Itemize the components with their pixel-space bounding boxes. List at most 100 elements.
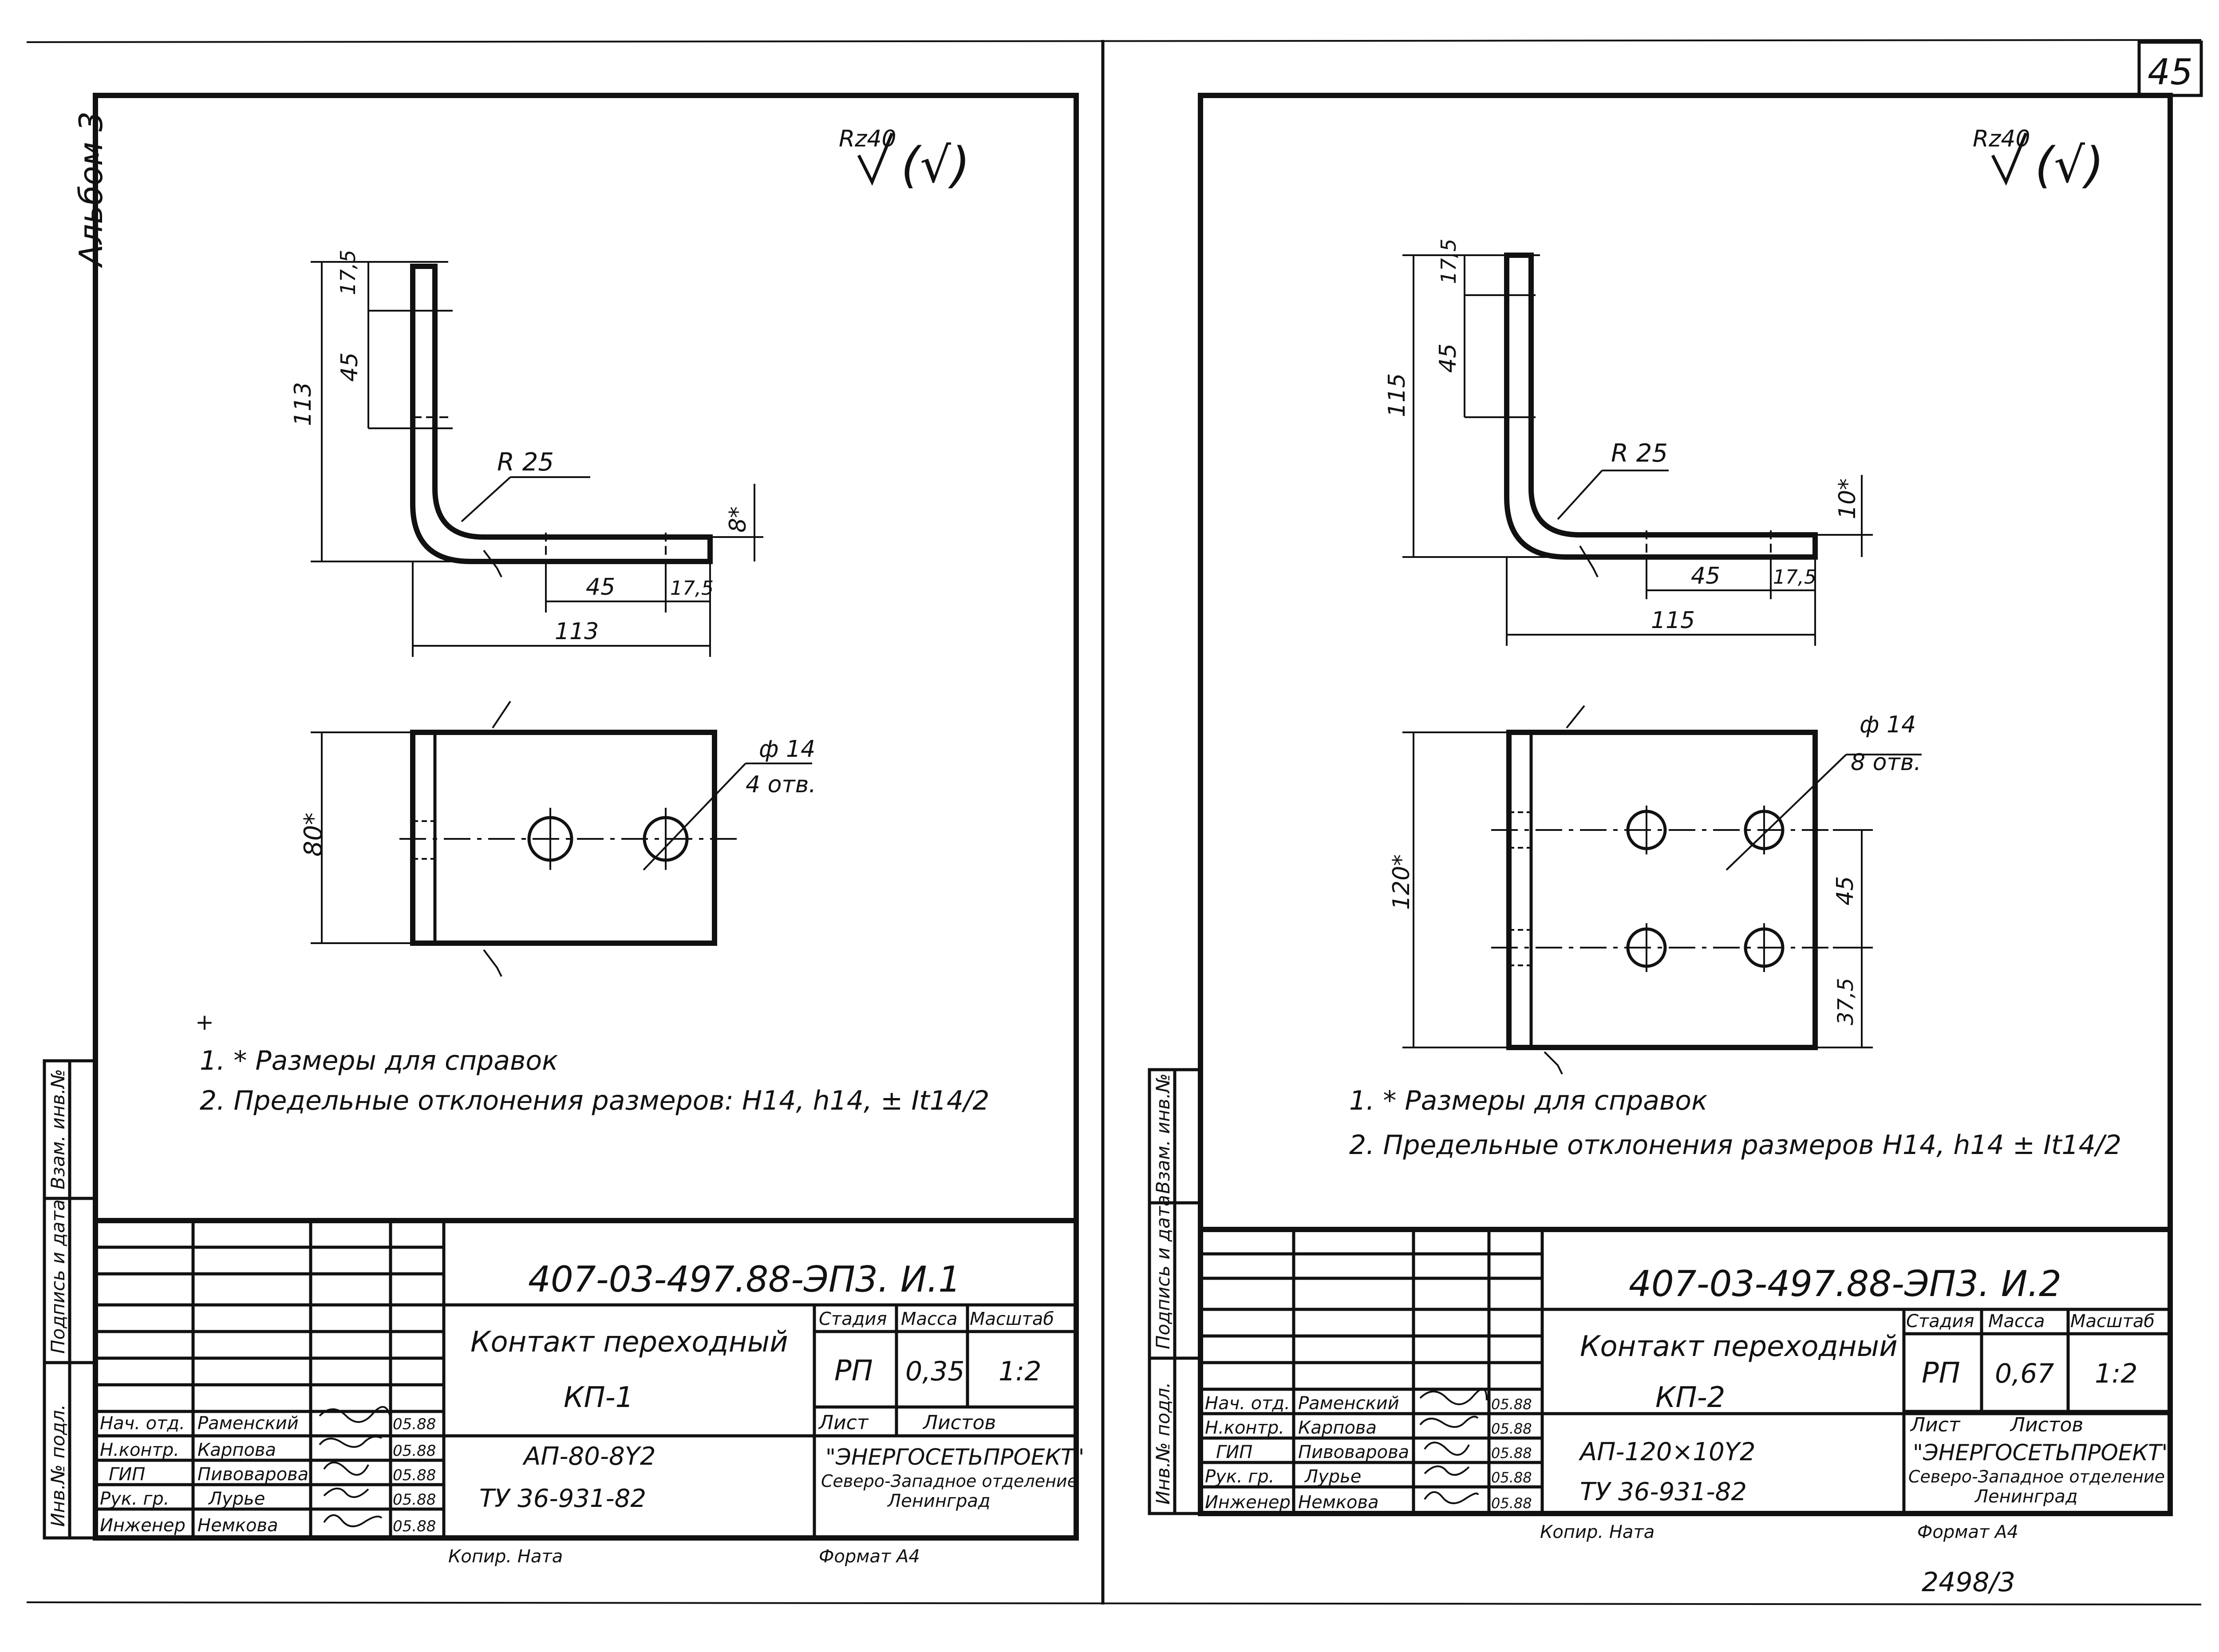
dim-17-5-v: 17,5: [1437, 239, 1461, 284]
material-spec: ТУ 36-931-82: [479, 1484, 646, 1513]
material-grade: АП-80-8Y2: [522, 1442, 656, 1471]
angle-profile-view-right: 17,5 45 115 R 25 10* 45 17,5 115: [1384, 239, 1873, 646]
staff-date: 05.88: [1491, 1469, 1532, 1486]
dim-thickness: 10*: [1834, 478, 1861, 519]
dim-115-v: 115: [1384, 373, 1410, 417]
mass-label: Масса: [901, 1309, 958, 1329]
dim-17-5-h: 17,5: [1773, 566, 1816, 589]
signature: [1424, 1465, 1470, 1476]
dim-hole-diameter: ф 14: [759, 736, 815, 763]
signature: [1419, 1415, 1479, 1428]
signature: [319, 1435, 382, 1448]
staff-date: 05.88: [393, 1466, 436, 1484]
org-branch: Северо-Западное отделение: [821, 1471, 1078, 1491]
notes-left: + 1. * Размеры для справок 2. Предельные…: [195, 1009, 989, 1116]
side-label-vzam: Взам. инв.№: [1152, 1073, 1174, 1194]
staff-date: 05.88: [393, 1442, 436, 1460]
staff-name: Карпова: [1298, 1418, 1377, 1438]
staff-role: Рук. гр.: [100, 1489, 170, 1509]
bottom-trim-line: [26, 1601, 2202, 1605]
sheet-label: Лист: [1910, 1414, 1961, 1436]
scale-value: 1:2: [999, 1356, 1042, 1387]
staff-date: 05.88: [1491, 1396, 1532, 1413]
staff-date: 05.88: [1491, 1420, 1532, 1437]
staff-role: Инженер: [100, 1515, 186, 1536]
signature: [323, 1514, 383, 1527]
staff-date: 05.88: [393, 1415, 436, 1433]
dim-holes-count: 8 отв.: [1851, 749, 1921, 776]
sheet-code: 2498/3: [1922, 1567, 2015, 1598]
format-mark: Формат А4: [819, 1546, 920, 1567]
staff-rows-right: Нач. отд. Раменский 05.88 Н.контр. Карпо…: [1205, 1388, 1532, 1513]
staff-date: 05.88: [393, 1518, 436, 1535]
dim-radius: R 25: [497, 448, 554, 477]
org-city: Ленинград: [1974, 1486, 2078, 1507]
signature: [319, 1406, 391, 1423]
notes-mark: +: [195, 1009, 214, 1035]
mass-label: Масса: [1988, 1311, 2045, 1332]
material-grade: АП-120×10Y2: [1579, 1438, 1756, 1466]
scale-label: Масштаб: [970, 1309, 1054, 1329]
org-city: Ленинград: [887, 1491, 991, 1511]
frame-left: [93, 93, 1079, 1541]
staff-name: Немкова: [197, 1515, 278, 1536]
dim-width: 80*: [299, 813, 328, 857]
staff-rows-left: Нач. отд. Раменский 05.88 Н.контр. Карпо…: [100, 1406, 436, 1536]
item-name: Контакт переходный: [470, 1326, 788, 1359]
dim-113-v: 113: [290, 382, 316, 426]
stage-label: Стадия: [819, 1309, 887, 1329]
signature: [1424, 1491, 1479, 1504]
plate-plan-view-right: 120* ф 14 8 отв. 45 37,5: [1388, 705, 1922, 1075]
dim-width: 120*: [1388, 854, 1415, 910]
staff-role: Нач. отд.: [1205, 1393, 1290, 1414]
org-name: "ЭНЕРГОСЕТЬПРОЕКТ": [825, 1444, 1085, 1470]
staff-name: Немкова: [1298, 1492, 1379, 1513]
staff-name: Раменский: [197, 1413, 299, 1434]
dim-hole-diameter: ф 14: [1860, 711, 1916, 738]
signature: [323, 1462, 369, 1476]
angle-profile-view-left: 17,5 45 113 R 25 8* 45 17,5 113: [290, 250, 763, 657]
staff-role: ГИП: [109, 1464, 145, 1485]
title-block-right: 407-03-497.88-ЭП3. И.2 Контакт переходны…: [1200, 1227, 2172, 1542]
dim-radius: R 25: [1611, 439, 1668, 468]
stage-value: РП: [834, 1355, 873, 1387]
side-stamp-right: Инв.№ подл. Подпись и дата Взам. инв.№: [1148, 1068, 1202, 1515]
album-label: Альбом 3: [72, 111, 110, 268]
staff-name: Карпова: [197, 1440, 276, 1460]
dim-17-5-h: 17,5: [670, 577, 714, 600]
side-stamp-left: Инв.№ подл. Подпись и дата Взам. инв.№: [43, 1059, 97, 1540]
dim-45-v: 45: [336, 352, 363, 382]
staff-name: Пивоварова: [1298, 1442, 1409, 1462]
staff-date: 05.88: [1491, 1495, 1532, 1512]
note-1: 1. * Размеры для справок: [1349, 1085, 1707, 1116]
sheet-right: Инв.№ подл. Подпись и дата Взам. инв.№ R…: [1148, 93, 2173, 1598]
side-label-sign: Подпись и дата: [1152, 1195, 1174, 1349]
side-label-vzam: Взам. инв.№: [47, 1069, 69, 1190]
roughness-symbol-right: Rz40 (√): [1973, 126, 2104, 194]
title-block-left: 407-03-497.88-ЭП3. И.1 Контакт переходны…: [95, 1218, 1085, 1567]
staff-date: 05.88: [1491, 1445, 1532, 1462]
note-2: 2. Предельные отклонения размеров: H14, …: [200, 1085, 989, 1116]
note-1: 1. * Размеры для справок: [200, 1045, 558, 1076]
item-name: Контакт переходный: [1580, 1330, 1898, 1363]
note-2: 2. Предельные отклонения размеров H14, h…: [1349, 1130, 2121, 1161]
roughness-value: Rz40: [839, 126, 896, 152]
side-label-inv: Инв.№ подл.: [47, 1404, 69, 1527]
doc-code: 407-03-497.88-ЭП3. И.2: [1629, 1263, 2061, 1304]
staff-role: Инженер: [1205, 1492, 1291, 1513]
org-branch: Северо-Западное отделение: [1908, 1467, 2165, 1486]
item-mark: КП-2: [1655, 1381, 1725, 1414]
dim-45-v: 45: [1435, 344, 1461, 373]
staff-role: Н.контр.: [1205, 1418, 1284, 1438]
material-spec: ТУ 36-931-82: [1580, 1478, 1747, 1506]
scale-label: Масштаб: [2070, 1311, 2155, 1332]
copy-mark: Копир. Ната: [448, 1546, 563, 1567]
side-label-sign: Подпись и дата: [47, 1199, 69, 1354]
plate-plan-view-left: 80* ф 14 4 отв.: [299, 700, 816, 977]
signature: [1419, 1388, 1488, 1405]
staff-role: Н.контр.: [100, 1440, 179, 1460]
stage-label: Стадия: [1906, 1311, 1974, 1332]
signature: [1424, 1442, 1470, 1456]
stage-value: РП: [1922, 1357, 1960, 1390]
side-label-inv: Инв.№ подл.: [1152, 1382, 1174, 1505]
